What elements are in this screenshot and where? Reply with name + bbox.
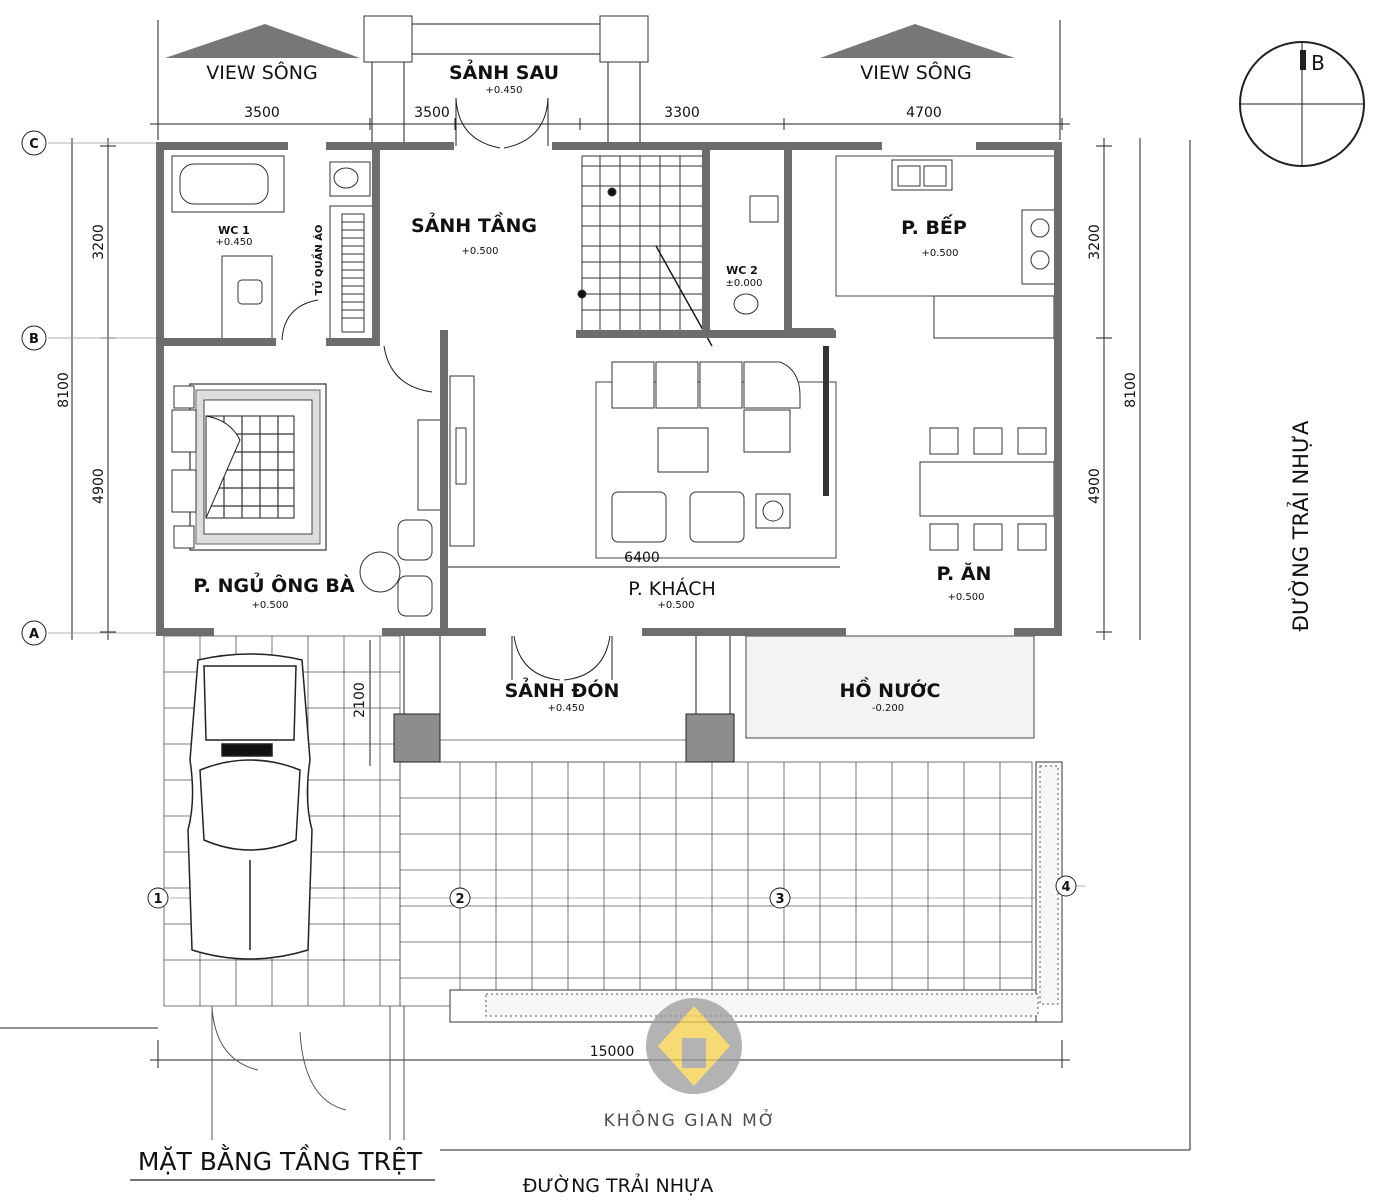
axis-marker-b: B — [21, 325, 47, 351]
room-tu-quan-ao: TỦ QUẦN ÁO — [311, 225, 325, 296]
axis-label-2: 2 — [455, 892, 464, 907]
dimension-right — [1096, 138, 1141, 640]
staircase — [577, 155, 713, 347]
car-outline — [187, 653, 313, 960]
level-ho-nuoc: -0.200 — [872, 703, 904, 714]
axis-marker-a: A — [21, 620, 47, 646]
room-ho-nuoc: HỒ NƯỚC — [840, 676, 941, 702]
wc2-fixtures — [733, 195, 779, 315]
dim-inner: 6400 — [624, 550, 660, 566]
room-wc2: WC 2 — [726, 264, 758, 277]
level-sanh-don: +0.450 — [547, 703, 584, 714]
level-wc2: ±0.000 — [725, 278, 762, 289]
kitchen-fixtures — [823, 155, 1057, 496]
tv-cabinet — [449, 375, 475, 547]
north-label: B — [1311, 51, 1325, 75]
dim-right-1: 3200 — [1087, 224, 1103, 260]
bedroom-tea-set — [359, 419, 443, 617]
wardrobe — [329, 205, 375, 341]
level-sanh-sau: +0.450 — [485, 85, 522, 96]
room-sanh-tang: SẢNH TẦNG — [411, 211, 537, 237]
site-boundary — [0, 20, 1191, 1151]
room-an: P. ĂN — [937, 561, 992, 585]
axis-marker-4: 4 — [1055, 875, 1077, 897]
doors — [211, 97, 613, 1140]
view-label-right: VIEW SÔNG — [860, 60, 971, 84]
room-wc1: WC 1 — [218, 224, 250, 237]
bed — [171, 385, 295, 549]
axis-label-1: 1 — [153, 892, 162, 907]
garden-edging — [449, 761, 1063, 1023]
dim-top-4: 4700 — [906, 105, 942, 121]
dim-bottom-total: 15000 — [590, 1044, 635, 1060]
sofa-set — [595, 361, 837, 559]
room-khach: P. KHÁCH — [628, 577, 716, 600]
axis-marker-1: 1 — [147, 887, 169, 909]
dim-right-2: 4900 — [1087, 468, 1103, 504]
axis-label-4: 4 — [1061, 880, 1070, 895]
axis-marker-c: C — [21, 130, 47, 156]
walls — [156, 142, 1062, 636]
axis-label-3: 3 — [775, 892, 784, 907]
dim-top-3: 3300 — [664, 105, 700, 121]
view-roof-left — [165, 24, 360, 58]
axis-marker-2: 2 — [449, 887, 471, 909]
level-khach: +0.500 — [657, 600, 694, 611]
dim-left-2: 4900 — [91, 468, 107, 504]
watermark-logo: KHÔNG GIAN MỞ — [604, 998, 777, 1131]
axis-label-a: A — [29, 627, 39, 642]
porch-column-left — [393, 713, 441, 763]
dim-top-1: 3500 — [244, 105, 280, 121]
porch-column-right — [685, 713, 735, 763]
axis-label-c: C — [29, 137, 39, 152]
dim-top-2: 3500 — [414, 105, 450, 121]
level-bep: +0.500 — [921, 248, 958, 259]
level-ngu: +0.500 — [251, 600, 288, 611]
view-label-left: VIEW SÔNG — [206, 60, 317, 84]
road-label-bottom: ĐƯỜNG TRẢI NHỰA — [523, 1172, 714, 1197]
dining-set — [919, 427, 1055, 551]
dim-right-total: 8100 — [1123, 372, 1139, 408]
porch-side-rails — [403, 636, 731, 714]
room-bep: P. BẾP — [901, 213, 967, 239]
dimension-inner — [369, 566, 840, 766]
room-sanh-sau: SẢNH SAU — [449, 59, 559, 84]
dim-left-total: 8100 — [56, 372, 72, 408]
dimension-left — [71, 138, 116, 640]
dim-porch: 2100 — [352, 682, 368, 718]
view-roof-right — [820, 24, 1015, 58]
axis-marker-3: 3 — [769, 887, 791, 909]
back-porch-columns — [363, 15, 649, 146]
room-sanh-don: SẢNH ĐÓN — [505, 677, 620, 702]
level-sanh-tang: +0.500 — [461, 246, 498, 257]
north-arrow: B — [1239, 41, 1365, 167]
wc1-fixtures — [171, 155, 371, 341]
room-ngu-ong-ba: P. NGỦ ÔNG BÀ — [193, 572, 355, 597]
pond-area — [745, 635, 1035, 739]
dimension-top — [150, 118, 1070, 130]
dim-left-1: 3200 — [91, 224, 107, 260]
level-wc1: +0.450 — [215, 237, 252, 248]
watermark-text: KHÔNG GIAN MỞ — [604, 1108, 777, 1131]
level-an: +0.500 — [947, 592, 984, 603]
axis-label-b: B — [29, 332, 39, 347]
drawing-title: MẶT BẰNG TẦNG TRỆT — [138, 1144, 423, 1176]
road-label-right: ĐƯỜNG TRẢI NHỰA — [1287, 420, 1313, 631]
